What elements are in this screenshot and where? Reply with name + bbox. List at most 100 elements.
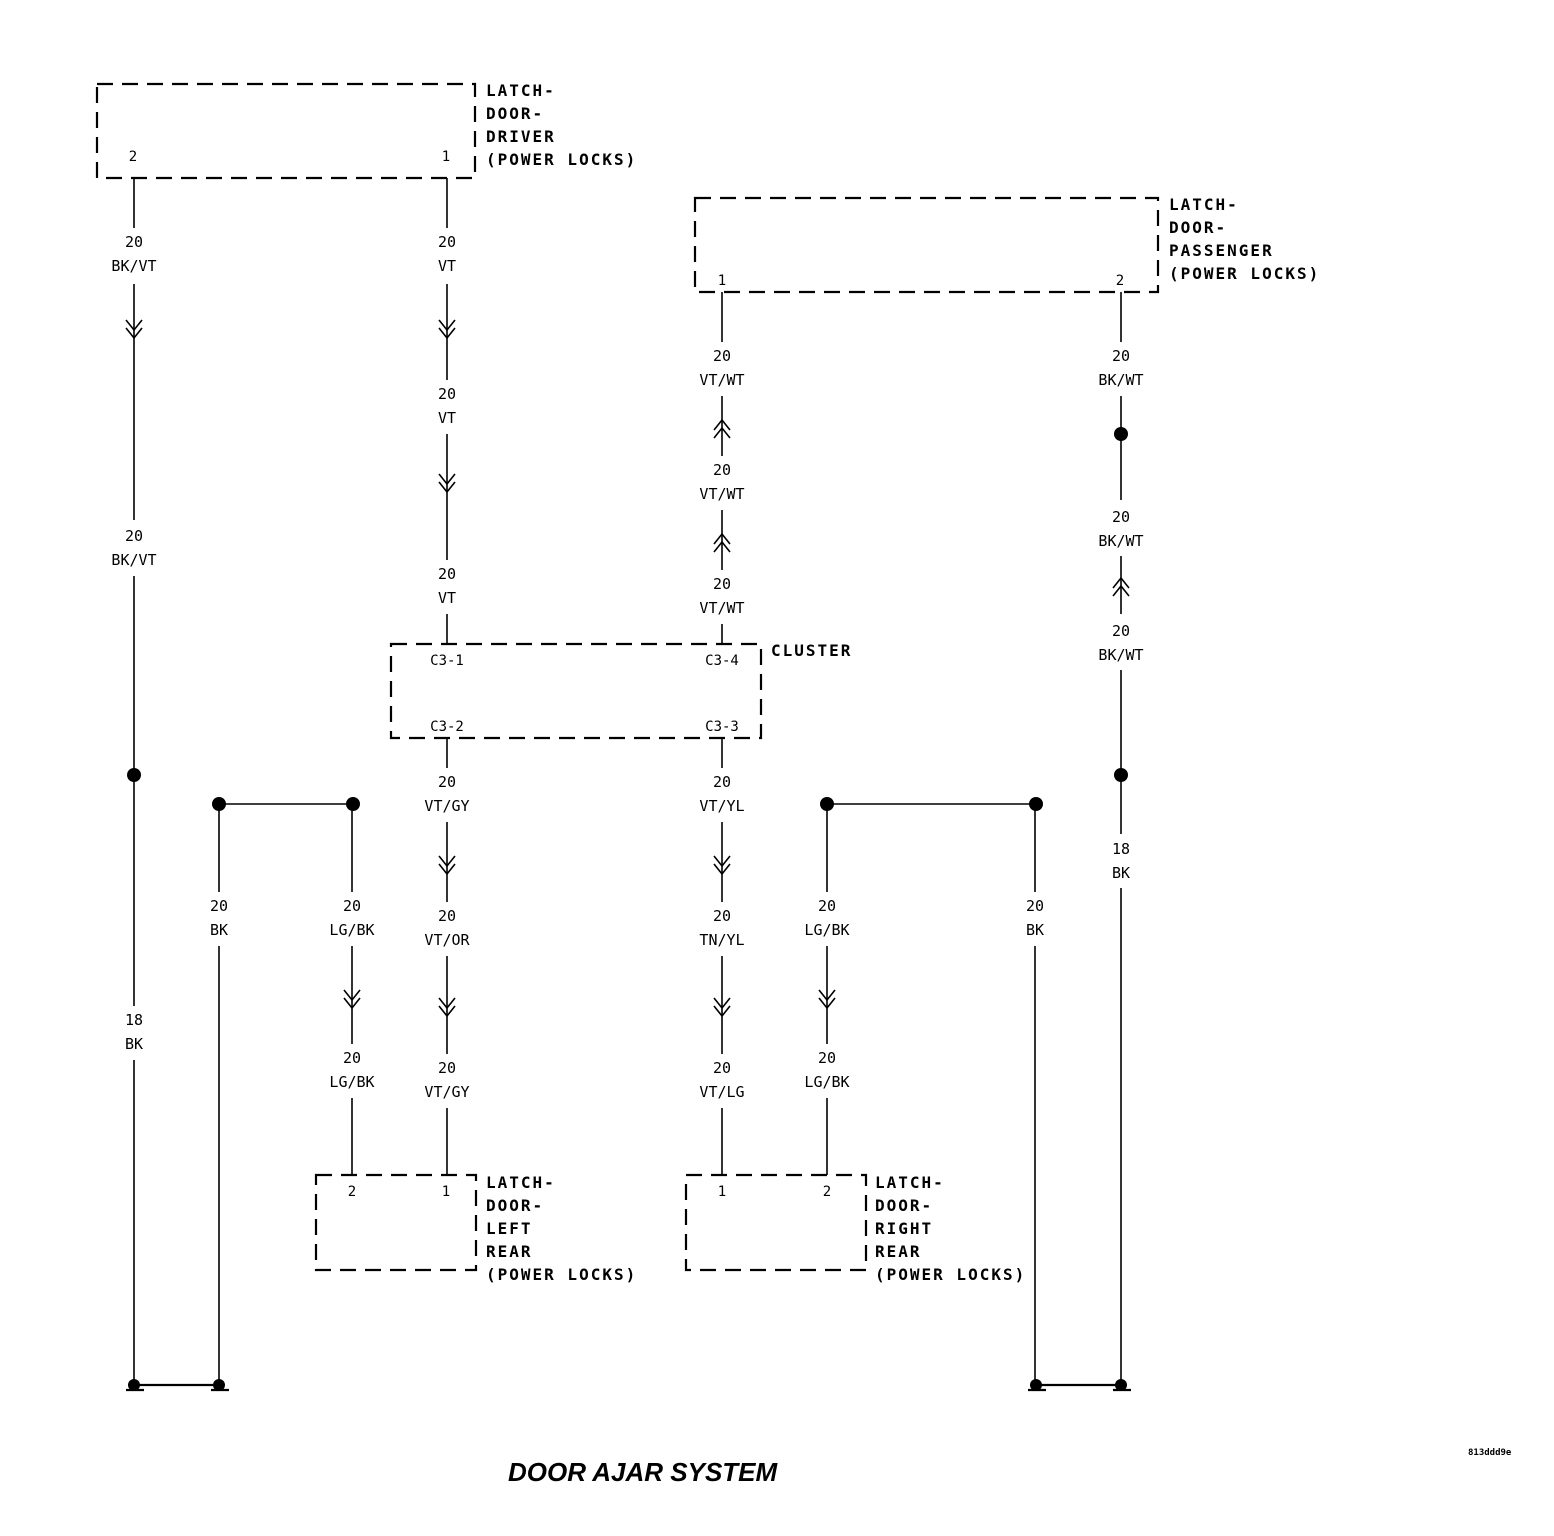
splices	[127, 427, 1128, 811]
splice-dot-icon	[820, 797, 834, 811]
svg-text:VT: VT	[438, 589, 456, 607]
wires	[133, 178, 1122, 1385]
pin-label: 1	[718, 1184, 726, 1200]
svg-text:BK: BK	[1026, 921, 1044, 939]
component-label: RIGHT	[875, 1219, 933, 1238]
svg-text:18: 18	[125, 1011, 143, 1029]
splice-dot-icon	[1029, 797, 1043, 811]
svg-text:20: 20	[343, 1049, 361, 1067]
inline-connector-icon	[438, 997, 456, 1018]
splice-dot-icon	[346, 797, 360, 811]
pin-label: 2	[1116, 273, 1124, 289]
svg-text:BK: BK	[210, 921, 228, 939]
pin-label: 1	[442, 149, 450, 165]
pin-label: 1	[442, 1184, 450, 1200]
inline-connector-icon	[438, 319, 456, 340]
passenger-latch: 1 2 LATCH- DOOR- PASSENGER (POWER LOCKS)	[693, 195, 1318, 294]
inline-connector-icon	[438, 473, 456, 494]
svg-text:20: 20	[343, 897, 361, 915]
svg-text:20: 20	[1112, 347, 1130, 365]
svg-text:LG/BK: LG/BK	[329, 1073, 374, 1091]
svg-text:20: 20	[438, 773, 456, 791]
component-label: (POWER LOCKS)	[486, 150, 637, 169]
splice-dot-icon	[212, 797, 226, 811]
svg-text:20: 20	[818, 897, 836, 915]
component-label: DOOR-	[486, 1196, 544, 1215]
pin-label: 2	[129, 149, 137, 165]
svg-text:20: 20	[713, 773, 731, 791]
svg-text:20: 20	[713, 347, 731, 365]
svg-text:20: 20	[713, 1059, 731, 1077]
svg-text:LG/BK: LG/BK	[329, 921, 374, 939]
right-rear-latch: 1 2 LATCH- DOOR- RIGHT REAR (POWER LOCKS…	[684, 1173, 1026, 1284]
svg-text:BK/WT: BK/WT	[1098, 532, 1143, 550]
svg-text:18: 18	[1112, 840, 1130, 858]
svg-text:20: 20	[713, 907, 731, 925]
pin-label: C3-4	[705, 653, 739, 669]
component-label: LATCH-	[486, 1173, 556, 1192]
component-label: DOOR-	[875, 1196, 933, 1215]
component-label: LATCH-	[486, 81, 556, 100]
diagram-title: DOOR AJAR SYSTEM	[508, 1457, 779, 1487]
svg-text:TN/YL: TN/YL	[699, 931, 744, 949]
svg-text:20: 20	[1112, 508, 1130, 526]
svg-text:VT/WT: VT/WT	[699, 485, 744, 503]
svg-text:20: 20	[438, 1059, 456, 1077]
component-label: DOOR-	[486, 104, 544, 123]
splice-dot-icon	[1114, 427, 1128, 441]
svg-text:LG/BK: LG/BK	[804, 1073, 849, 1091]
component-label: DOOR-	[1169, 218, 1227, 237]
inline-connector-icon	[713, 855, 731, 876]
svg-text:20: 20	[713, 575, 731, 593]
pin-label: C3-2	[430, 719, 464, 735]
inline-connector-icon	[818, 989, 836, 1010]
pin-label: 2	[348, 1184, 356, 1200]
svg-text:20: 20	[818, 1049, 836, 1067]
ground-icon	[1115, 1379, 1127, 1391]
driver-latch-box	[95, 82, 477, 180]
component-label: (POWER LOCKS)	[486, 1265, 637, 1284]
component-label: REAR	[486, 1242, 533, 1261]
inline-connector-icon	[438, 855, 456, 876]
svg-text:BK/WT: BK/WT	[1098, 646, 1143, 664]
component-label: LATCH-	[1169, 195, 1239, 214]
component-label: LATCH-	[875, 1173, 945, 1192]
svg-text:VT/GY: VT/GY	[424, 1083, 469, 1101]
svg-text:VT/YL: VT/YL	[699, 797, 744, 815]
component-label: (POWER LOCKS)	[875, 1265, 1026, 1284]
splice-dot-icon	[1114, 768, 1128, 782]
cluster-box	[389, 642, 763, 740]
reference-code: 813ddd9e	[1468, 1448, 1512, 1458]
svg-text:20: 20	[438, 233, 456, 251]
svg-text:VT/LG: VT/LG	[699, 1083, 744, 1101]
svg-text:BK/VT: BK/VT	[111, 257, 156, 275]
ground-icon	[213, 1379, 225, 1391]
inline-connector-icon	[343, 989, 361, 1010]
svg-text:20: 20	[210, 897, 228, 915]
pin-label: C3-3	[705, 719, 739, 735]
pin-label: 2	[823, 1184, 831, 1200]
inline-connector-icon	[125, 319, 143, 340]
svg-text:20: 20	[125, 527, 143, 545]
grounds	[126, 1379, 1131, 1392]
inline-connector-icon	[713, 997, 731, 1018]
